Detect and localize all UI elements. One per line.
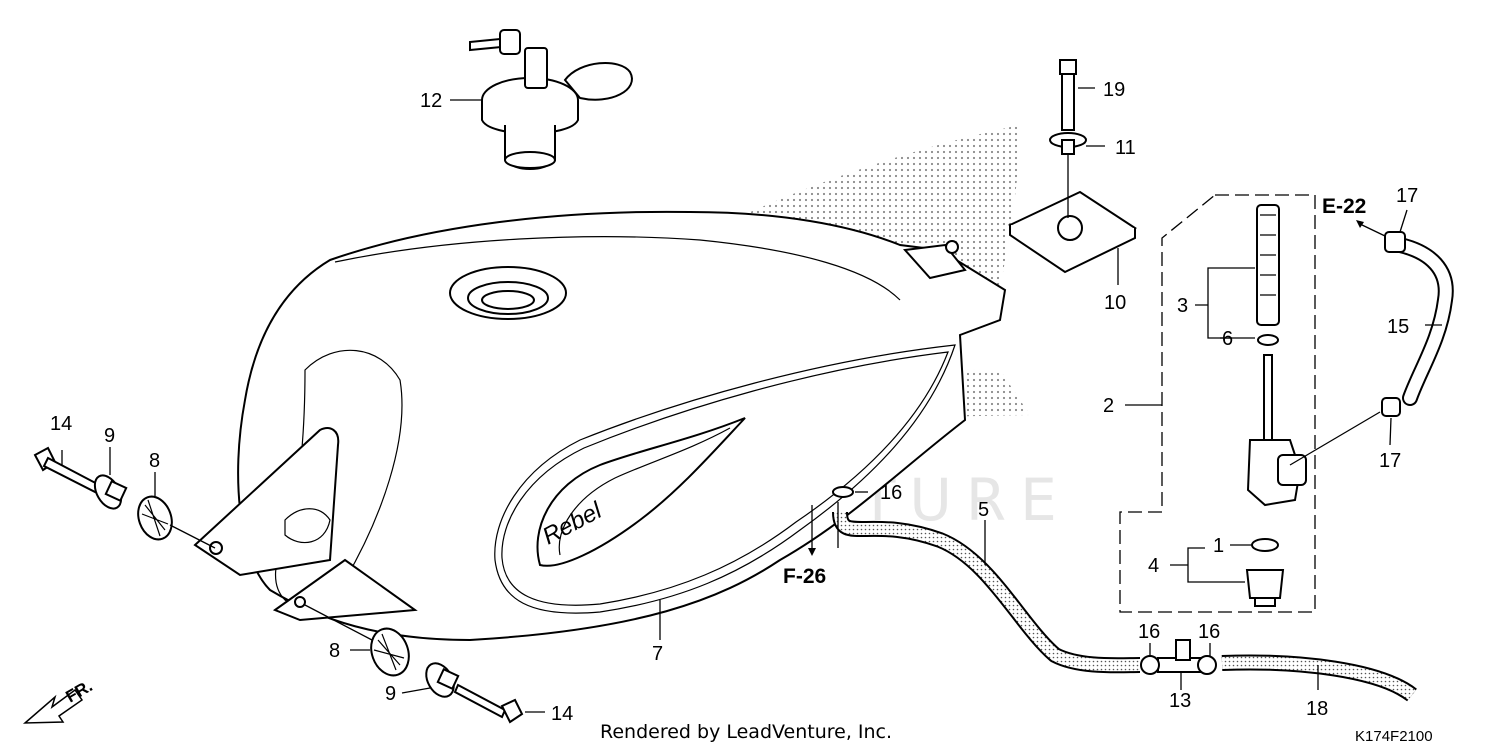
- callout-15: 15: [1387, 316, 1409, 338]
- footer-credit: Rendered by LeadVenture, Inc.: [600, 721, 892, 743]
- callout-8-lower: 8: [329, 640, 340, 662]
- callout-1: 1: [1213, 535, 1224, 557]
- callout-16-upper: 16: [880, 482, 902, 504]
- fuel-cap-assembly: [469, 29, 633, 170]
- fuel-strainer-3: [1256, 204, 1280, 326]
- mount-rubber-10: [1007, 154, 1138, 274]
- callout-6: 6: [1222, 328, 1233, 350]
- callout-12: 12: [420, 90, 442, 112]
- washer-11: [1049, 132, 1087, 155]
- callout-4: 4: [1148, 555, 1159, 577]
- callout-17-upper: 17: [1396, 185, 1418, 207]
- hose-clip-17-upper: [1384, 231, 1406, 253]
- valve-assembly-boundary: [1119, 194, 1316, 613]
- callout-16-right: 16: [1198, 621, 1220, 643]
- callout-16-left: 16: [1138, 621, 1160, 643]
- mount-bolt-19: [1059, 59, 1077, 131]
- callout-14-upper: 14: [50, 413, 72, 435]
- mount-bolt-14-lower: [453, 683, 524, 724]
- o-ring-1: [1251, 538, 1279, 552]
- drain-cup-4: [1245, 569, 1285, 607]
- ref-label-f26: F-26: [783, 565, 826, 588]
- callout-9-upper: 9: [104, 425, 115, 447]
- fuel-tank: Rebel: [193, 210, 1007, 642]
- hose-clip-17-lower: [1381, 397, 1401, 417]
- washer-9-lower: [425, 662, 460, 698]
- ref-arrow-e22: [1356, 220, 1386, 237]
- breather-hose-5: [832, 511, 1141, 674]
- diagram-code: K174F2100: [1355, 728, 1433, 745]
- rebel-emblem: Rebel: [536, 417, 746, 567]
- front-arrow-icon: [22, 688, 84, 724]
- callout-7: 7: [652, 643, 663, 665]
- callout-5: 5: [978, 499, 989, 521]
- callout-3: 3: [1177, 295, 1188, 317]
- callout-2: 2: [1103, 395, 1114, 417]
- o-ring-6: [1257, 334, 1279, 346]
- callout-18: 18: [1306, 698, 1328, 720]
- ref-arrow-f26: [808, 505, 816, 556]
- clip-16-upper: [832, 486, 854, 498]
- callout-17-lower: 17: [1379, 450, 1401, 472]
- callout-11: 11: [1115, 137, 1136, 159]
- leader-lines: [61, 87, 1442, 713]
- fuel-valve: [1246, 354, 1307, 507]
- fuel-hose-18: [1221, 654, 1417, 702]
- rubber-8-upper: [137, 495, 173, 541]
- callout-10: 10: [1104, 292, 1126, 314]
- callout-13: 13: [1169, 690, 1191, 712]
- washer-9-upper: [93, 474, 128, 510]
- clip-16-right: [1197, 655, 1217, 675]
- ref-label-e22: E-22: [1322, 195, 1366, 218]
- callout-19: 19: [1103, 79, 1125, 101]
- clip-16-left: [1140, 655, 1160, 675]
- callout-9-lower: 9: [385, 683, 396, 705]
- callout-8-upper: 8: [149, 450, 160, 472]
- callout-14-lower: 14: [551, 703, 573, 725]
- fuel-hose-15: [1392, 237, 1454, 406]
- rubber-8-lower: [370, 627, 410, 677]
